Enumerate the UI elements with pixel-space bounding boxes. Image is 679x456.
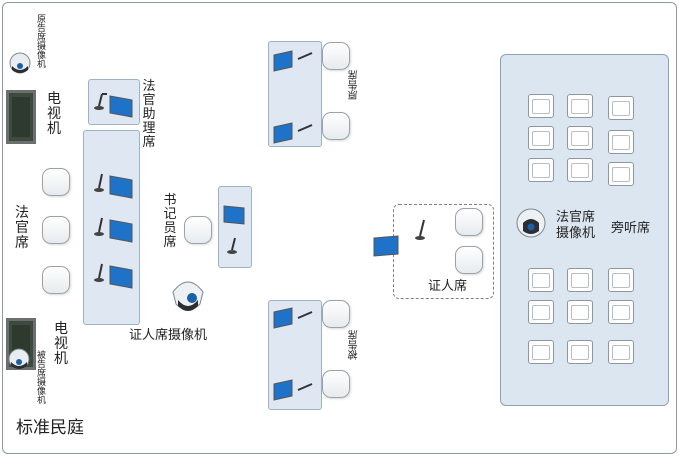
defendant-chair-1: [322, 300, 350, 328]
plaintiff-equipment: [273, 50, 313, 144]
gallery-seat: [608, 96, 634, 120]
witness-camera-label: 证人席摄像机: [129, 328, 208, 343]
gallery-seat: [608, 130, 634, 154]
plaintiff-chair-2: [322, 112, 350, 140]
defendant-camera-label: 被告席摄像机: [35, 350, 45, 404]
judge-camera-label: 法官席 摄像机: [556, 210, 596, 241]
witness-chair-2: [455, 246, 483, 274]
gallery-seat: [567, 158, 593, 182]
judge-bench: [83, 130, 140, 325]
defendant-label: 被告席: [349, 330, 360, 360]
gallery-seat: [567, 94, 593, 118]
gallery-seat: [528, 158, 554, 182]
tv-bottom-label: 电视机: [54, 321, 68, 368]
gallery-seat: [528, 340, 554, 364]
page-title: 标准民庭: [16, 418, 84, 438]
tv-top-label: 电视机: [47, 91, 61, 138]
defendant-chair-2: [322, 370, 350, 398]
gallery-seat: [528, 300, 554, 324]
gallery-seat: [608, 162, 634, 186]
clerk-chair: [184, 216, 212, 244]
gallery-seat: [608, 268, 634, 292]
judge-chair-3: [42, 266, 70, 294]
gallery-seat: [567, 300, 593, 324]
gallery-seat: [567, 126, 593, 150]
clerk-label: 书记员席: [163, 193, 177, 251]
judge-seat-label: 法官席: [15, 205, 29, 252]
witness-equipment: [373, 219, 425, 257]
witness-label: 证人席: [428, 279, 468, 294]
gallery-seat: [567, 268, 593, 292]
gallery-seat: [528, 94, 554, 118]
clerk-equipment: [223, 205, 245, 254]
plaintiff-camera-label: 原告席摄像机: [35, 14, 45, 68]
assistant-desk: [88, 79, 140, 125]
gallery-seat: [528, 126, 554, 150]
witness-camera-icon: [170, 276, 206, 320]
gallery-seat: [528, 268, 554, 292]
plaintiff-chair-1: [322, 42, 350, 70]
judge-chair-2: [42, 216, 70, 244]
defendant-equipment: [273, 307, 313, 401]
judge-camera-icon: [515, 207, 547, 243]
gallery-seat: [608, 340, 634, 364]
tv-top-icon: [6, 90, 36, 144]
gallery-seat: [608, 300, 634, 324]
judge-assistant-label: 法官助理席: [142, 79, 156, 151]
witness-chair-1: [455, 208, 483, 236]
clerk-desk: [218, 186, 252, 268]
plaintiff-camera-icon: [8, 50, 32, 80]
gallery-label: 旁听席: [611, 221, 651, 236]
gallery-seat: [567, 340, 593, 364]
judge-chair-1: [42, 168, 70, 196]
plaintiff-label: 原告席: [349, 70, 360, 100]
defendant-camera-icon: [7, 346, 31, 376]
